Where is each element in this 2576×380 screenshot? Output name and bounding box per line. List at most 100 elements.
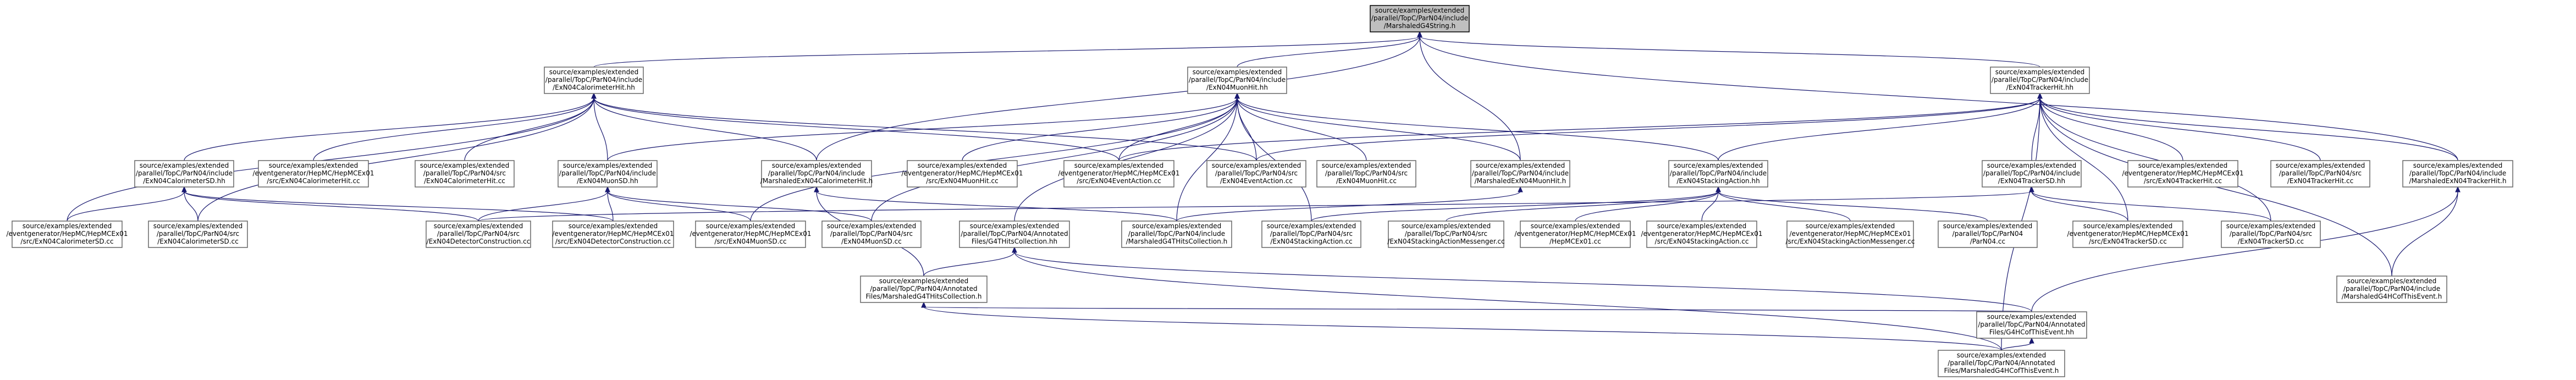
node-box xyxy=(1316,160,1416,188)
include-edge-eg_evact-to-trkhh xyxy=(1118,97,2040,161)
node-label-line: source/examples/extended xyxy=(706,222,795,230)
node-label-line: /parallel/TopC/ParN04/Annotated xyxy=(1948,359,2055,367)
node-label-line: /ExN04DetectorConstruction.cc xyxy=(427,238,531,245)
file-node-stackhh[interactable]: source/examples/extended/parallel/TopC/P… xyxy=(1668,160,1768,188)
file-node-parn04[interactable]: source/examples/extended/parallel/TopC/P… xyxy=(1938,221,2038,248)
node-label-line: /src/ExN04EventAction.cc xyxy=(1077,177,1161,185)
node-label-line: source/examples/extended xyxy=(1212,162,1301,169)
node-label-line: /ExN04CalorimeterSD.hh xyxy=(143,177,225,185)
include-edge-marsh_g4thcfull-to-ann_g4thc xyxy=(923,251,1015,277)
node-label-line: source/examples/extended xyxy=(827,222,916,230)
file-node-ann_marsh_g4hc[interactable]: source/examples/extended/parallel/TopC/P… xyxy=(1938,350,2065,377)
edge-arrowhead xyxy=(591,92,597,99)
file-node-src_stack[interactable]: source/examples/extended/parallel/TopC/P… xyxy=(1261,221,1361,248)
node-label-line: Files/MarshaledG4HCofThisEvent.h xyxy=(1944,367,2059,375)
include-edge-marsh_g4thc-to-muonhh xyxy=(1176,97,1238,222)
node-label-line: /parallel/TopC/ParN04/include xyxy=(559,169,656,177)
file-node-eg_exn01[interactable]: source/examples/extended/eventgenerator/… xyxy=(1514,221,1636,248)
node-label-line: source/examples/extended xyxy=(918,162,1007,169)
file-node-root[interactable]: source/examples/extended/parallel/TopC/P… xyxy=(1370,5,1470,32)
include-edge-ann_marsh_g4hc-to-marsh_g4thcfull xyxy=(923,306,2002,351)
file-node-trksdhh[interactable]: source/examples/extended/parallel/TopC/P… xyxy=(1982,160,2082,188)
edge-arrowhead xyxy=(814,186,819,192)
file-node-muonhh[interactable]: source/examples/extended/parallel/TopC/P… xyxy=(1187,67,1287,94)
file-node-src_calhit[interactable]: source/examples/extended/parallel/TopC/P… xyxy=(415,160,515,188)
file-node-ann_g4thc[interactable]: source/examples/extended/parallel/TopC/P… xyxy=(959,221,1070,248)
file-node-calhh[interactable]: source/examples/extended/parallel/TopC/P… xyxy=(544,67,644,94)
file-node-eg_stack[interactable]: source/examples/extended/eventgenerator/… xyxy=(1641,221,1763,248)
node-box xyxy=(1370,5,1470,32)
file-node-marsh_muonhit[interactable]: source/examples/extended/parallel/TopC/P… xyxy=(1470,160,1570,188)
node-label-line: /ExN04TrackerHit.cc xyxy=(2287,177,2353,185)
node-label-line: /parallel/TopC/ParN04/include xyxy=(1128,230,1225,238)
node-label-line: /src/ExN04StackingActionMessenger.cc xyxy=(1786,238,1915,245)
file-node-ann_g4hc[interactable]: source/examples/extended/parallel/TopC/P… xyxy=(1976,311,2087,339)
node-label-line: /parallel/TopC/ParN04/include xyxy=(1472,169,1569,177)
file-node-marsh_trkhit[interactable]: source/examples/extended/parallel/TopC/P… xyxy=(2402,160,2513,188)
file-node-src_trkhit[interactable]: source/examples/extended/parallel/TopC/P… xyxy=(2270,160,2370,188)
node-box xyxy=(907,160,1018,188)
file-node-eg_detcon[interactable]: source/examples/extended/eventgenerator/… xyxy=(552,221,674,248)
include-edge-marsh_muonhit-to-muonhh xyxy=(1237,97,1521,161)
node-label-line: /src/ExN04TrackerHit.cc xyxy=(2144,177,2222,185)
node-box xyxy=(2072,221,2183,248)
node-box xyxy=(695,221,806,248)
file-node-marsh_g4hc[interactable]: source/examples/extended/parallel/TopC/P… xyxy=(2336,276,2447,303)
node-label-line: /ExN04MuonHit.hh xyxy=(1206,84,1268,91)
node-label-line: /src/ExN04TrackerSD.cc xyxy=(2089,238,2167,245)
file-node-eg_muonsd[interactable]: source/examples/extended/eventgenerator/… xyxy=(689,221,812,248)
node-label-line: /parallel/TopC/ParN04 xyxy=(1952,230,2023,238)
node-box xyxy=(544,67,644,94)
node-box xyxy=(1388,221,1504,248)
include-edge-eg_muonhit-to-muonhh xyxy=(962,97,1238,161)
include-edge-ann_g4hc-to-marsh_g4thcfull xyxy=(923,306,2032,312)
node-box xyxy=(2270,160,2370,188)
node-label-line: /MarshaledExN04TrackerHit.h xyxy=(2409,177,2507,185)
node-label-line: /eventgenerator/HepMC/HepMCEx01 xyxy=(6,230,128,238)
node-label-line: /ExN04CalorimeterHit.hh xyxy=(553,84,635,91)
include-edge-marsh_g4thc-to-marsh_calhit xyxy=(816,191,1177,222)
node-label-line: /parallel/TopC/ParN04/include xyxy=(1983,169,2080,177)
file-node-calsdhh[interactable]: source/examples/extended/parallel/TopC/P… xyxy=(134,160,234,188)
file-node-eg_muonhit[interactable]: source/examples/extended/eventgenerator/… xyxy=(901,160,1023,188)
file-node-eg_calhit[interactable]: source/examples/extended/eventgenerator/… xyxy=(252,160,374,188)
node-box xyxy=(821,221,922,248)
edge-arrowhead xyxy=(921,301,926,308)
file-node-musdhh[interactable]: source/examples/extended/parallel/TopC/P… xyxy=(558,160,658,188)
node-box xyxy=(860,276,988,303)
node-label-line: /eventgenerator/HepMC/HepMCEx01 xyxy=(2122,169,2243,177)
node-label-line: source/examples/extended xyxy=(1267,222,1356,230)
file-node-marsh_calhit[interactable]: source/examples/extended/parallel/TopC/P… xyxy=(760,160,873,188)
file-node-trkhh[interactable]: source/examples/extended/parallel/TopC/P… xyxy=(1990,67,2090,94)
node-label-line: source/examples/extended xyxy=(1476,162,1565,169)
include-edge-src_detcon-to-calsdhh xyxy=(184,191,479,222)
file-node-marsh_g4thc[interactable]: source/examples/extended/parallel/TopC/P… xyxy=(1121,221,1232,248)
node-label-line: /src/ExN04MuonHit.cc xyxy=(926,177,999,185)
node-box xyxy=(1976,311,2087,339)
file-node-marsh_g4thcfull[interactable]: source/examples/extended/parallel/TopC/P… xyxy=(860,276,988,303)
include-edge-marsh_trkhit-to-root xyxy=(1419,36,2458,161)
node-label-line: /ExN04StackingAction.hh xyxy=(1676,177,1759,185)
file-node-src_muonhit[interactable]: source/examples/extended/parallel/TopC/P… xyxy=(1316,160,1416,188)
node-label-line: /parallel/TopC/ParN04/include xyxy=(136,169,233,177)
include-edge-eg_muonsd-to-musdhh xyxy=(607,191,751,222)
file-node-src_evact[interactable]: source/examples/extended/parallel/TopC/P… xyxy=(1206,160,1306,188)
file-node-src_trksd[interactable]: source/examples/extended/parallel/TopC/P… xyxy=(2221,221,2321,248)
file-node-eg_trksd[interactable]: source/examples/extended/eventgenerator/… xyxy=(2067,221,2189,248)
include-edge-src_calsd-to-calhh xyxy=(197,97,594,222)
node-label-line: /parallel/TopC/ParN04/src xyxy=(1405,230,1487,238)
file-node-src_calsd[interactable]: source/examples/extended/parallel/TopC/P… xyxy=(148,221,248,248)
file-node-src_stackmsg[interactable]: source/examples/extended/parallel/TopC/P… xyxy=(1387,221,1505,248)
file-node-eg_stackmsg[interactable]: source/examples/extended/eventgenerator/… xyxy=(1786,221,1915,248)
file-node-src_detcon[interactable]: source/examples/extended/parallel/TopC/P… xyxy=(426,221,531,248)
include-edge-eg_evact-to-calhh xyxy=(593,97,1119,161)
include-edge-ann_marsh_g4hc-to-ann_g4hc xyxy=(2001,342,2032,351)
file-node-src_muonsd[interactable]: source/examples/extended/parallel/TopC/P… xyxy=(821,221,922,248)
edge-arrowhead xyxy=(1417,31,1422,37)
file-node-eg_calsd[interactable]: source/examples/extended/eventgenerator/… xyxy=(6,221,128,248)
file-node-eg_trkhit[interactable]: source/examples/extended/eventgenerator/… xyxy=(2122,160,2244,188)
include-edge-stackhh-to-trkhh xyxy=(1718,97,2040,161)
node-box xyxy=(1121,221,1232,248)
node-label-line: source/examples/extended xyxy=(1943,222,2032,230)
file-node-eg_evact[interactable]: source/examples/extended/eventgenerator/… xyxy=(1058,160,1180,188)
